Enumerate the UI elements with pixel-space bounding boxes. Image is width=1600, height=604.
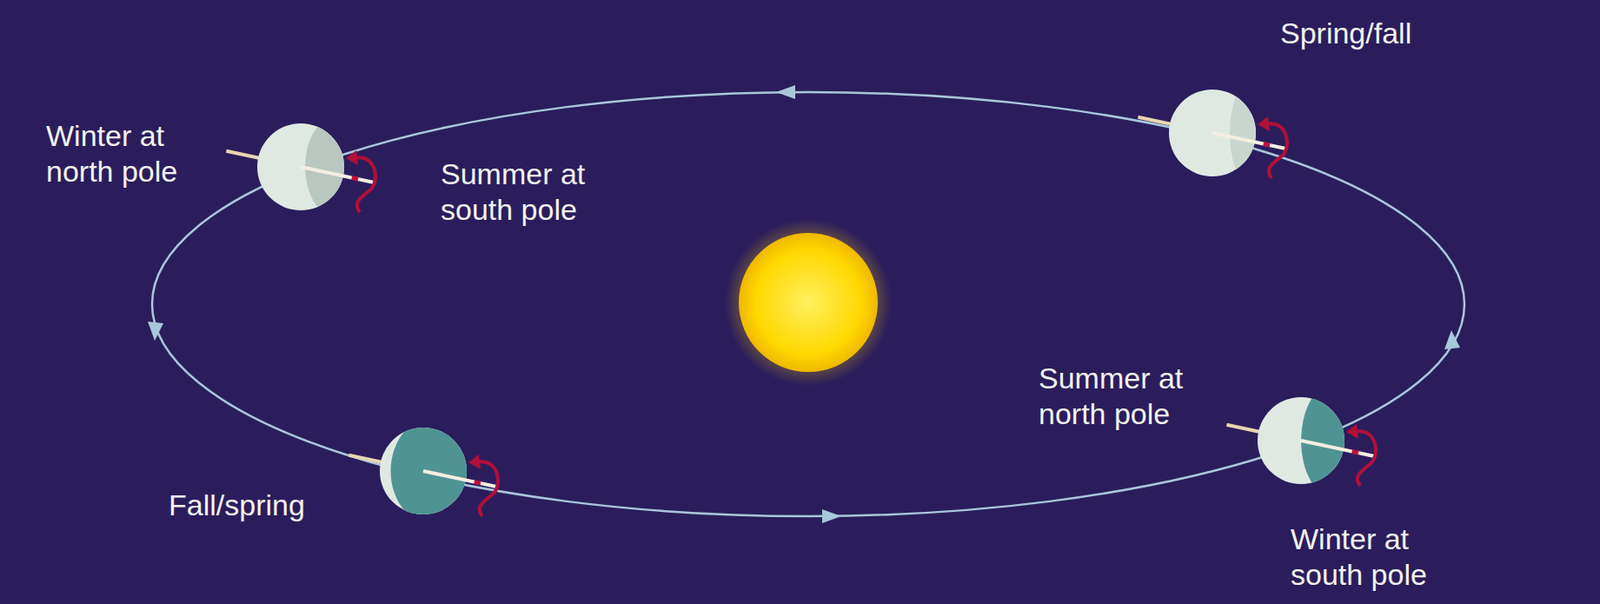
orbit-path xyxy=(152,92,1465,517)
spin-arrow xyxy=(354,157,376,213)
season-label: Spring/fall xyxy=(1280,15,1454,52)
sun-glow xyxy=(724,219,892,386)
spin-arrow xyxy=(477,461,498,517)
planet-axis xyxy=(300,166,376,183)
planet-axis xyxy=(1301,440,1376,457)
orbit-arrow xyxy=(822,509,842,524)
axis-band xyxy=(474,481,481,484)
planet-shade xyxy=(1229,80,1274,186)
spin-arrowhead xyxy=(345,150,359,166)
planet-shade xyxy=(391,414,487,528)
planet-axis xyxy=(423,471,498,487)
planet-axis xyxy=(1212,132,1288,149)
spin-arrowhead xyxy=(1346,424,1359,439)
season-label: Winter at north pole xyxy=(46,118,220,190)
season-label: Summer at south pole xyxy=(440,156,615,228)
planet xyxy=(1137,80,1288,186)
spin-arrow xyxy=(1266,123,1288,179)
spin-arrowhead xyxy=(468,454,481,470)
planet xyxy=(348,414,498,528)
sun xyxy=(738,232,878,372)
planet-shade xyxy=(305,114,375,220)
spin-arrowhead xyxy=(1257,116,1270,132)
planet xyxy=(225,114,376,220)
orbit-arrow xyxy=(147,321,164,341)
planet xyxy=(1226,384,1376,498)
season-label: Summer at north pole xyxy=(1038,360,1213,432)
axis-band xyxy=(1352,451,1359,453)
axis-band xyxy=(1263,143,1270,146)
spin-arrow xyxy=(1354,431,1376,486)
orbit-arrow xyxy=(776,85,796,100)
season-label: Fall/spring xyxy=(168,487,343,524)
orbit-arrow xyxy=(1444,330,1461,350)
season-label: Winter at south pole xyxy=(1290,521,1465,593)
axis-band xyxy=(351,177,359,180)
